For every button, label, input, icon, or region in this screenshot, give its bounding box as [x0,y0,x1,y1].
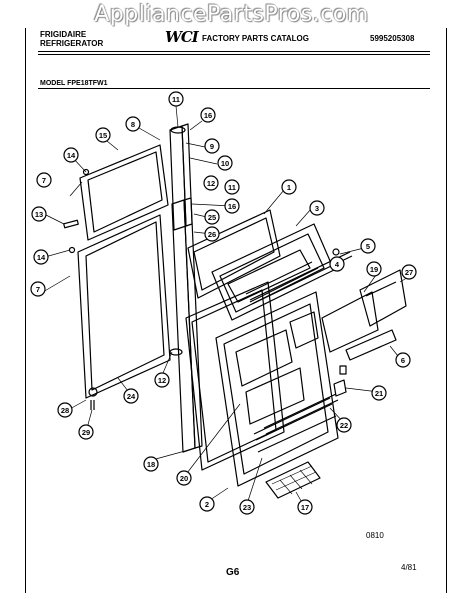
freezer-door-outer-part [187,209,281,299]
callout-26 [204,226,220,242]
header-rule-top [38,51,430,52]
callout-label: 15 [99,131,107,140]
callout-7-upper [36,172,52,188]
brand-name: FRIGIDAIRE [40,30,87,39]
catalog-number: 5995205308 [370,34,415,43]
callout-7-lower [30,281,46,297]
catalog-title: FACTORY PARTS CATALOG [202,34,309,43]
callout-14-lower [33,249,49,265]
callout-27 [401,264,417,280]
callout-label: 6 [401,356,405,365]
callout-22 [336,417,352,433]
callout-25 [204,209,220,225]
drawing-code: 0810 [366,531,384,540]
callout-14-upper [63,147,79,163]
callout-balloons [30,91,417,515]
callout-numbers: 11 16 8 9 15 14 10 7 12 11 1 16 3 13 25 … [35,95,413,512]
fresh-food-door-liner-part [215,291,339,487]
callout-label: 9 [210,142,214,151]
callout-label: 22 [340,421,348,430]
callout-label: 19 [370,265,378,274]
catalog-sheet [25,28,447,593]
callout-label: 21 [375,389,383,398]
callout-label: 14 [67,151,76,160]
callout-label: 2 [205,500,209,509]
callout-label: 3 [315,204,319,213]
leader-lines [42,105,411,508]
hinge-hardware [63,168,98,410]
callout-16-right [224,198,240,214]
callout-6 [395,352,411,368]
callout-label: 27 [405,268,413,277]
wci-logo: WCI [165,28,199,46]
callout-5 [360,238,376,254]
callout-label: 12 [207,179,215,188]
callout-12-right [203,175,219,191]
callout-8 [125,116,141,132]
callout-9 [204,138,220,154]
callout-label: 11 [228,183,236,192]
dairy-compartment-part [321,269,407,353]
callout-label: 26 [208,230,216,239]
callout-label: 11 [172,95,180,104]
callout-label: 8 [131,120,135,129]
callout-1 [281,179,297,195]
callout-13 [31,206,47,222]
door-trim-strips [169,123,203,453]
callout-label: 5 [366,242,370,251]
callout-29 [78,424,94,440]
lower-gasket-part [77,214,171,399]
callout-12-lower [154,372,170,388]
callout-label: 16 [204,111,212,120]
callout-24 [123,388,139,404]
callout-19 [366,261,382,277]
callout-label: 12 [158,376,166,385]
callout-17 [297,499,313,515]
callout-11-right [224,179,240,195]
callout-20 [176,470,192,486]
callout-10 [217,155,233,171]
callout-28 [57,402,73,418]
egg-tray-part [265,461,321,499]
callout-label: 1 [287,183,291,192]
door-stop-part [333,365,347,397]
callout-2 [199,496,215,512]
callout-23 [239,499,255,515]
upper-gasket-part [79,144,169,241]
callout-16-top [200,107,216,123]
callout-label: 17 [301,503,309,512]
callout-label: 29 [82,428,90,437]
freezer-door-liner-part [211,223,335,321]
callout-label: 20 [180,474,188,483]
callout-label: 18 [147,460,155,469]
revision-date: 4/81 [401,563,417,572]
callout-3 [309,200,325,216]
callout-label: 25 [208,213,216,222]
callout-label: 7 [36,285,40,294]
callout-11-top [168,91,184,107]
callout-label: 4 [335,260,340,269]
callout-label: 10 [221,159,229,168]
watermark-text: AppliancePartsPros.com [94,2,369,27]
product-type: REFRIGERATOR [40,39,104,48]
callout-label: 7 [42,176,46,185]
callout-18 [143,456,159,472]
header-rule-bottom [38,54,430,55]
callout-label: 24 [127,392,136,401]
callout-21 [371,385,387,401]
bottom-shelf-bar-part [263,393,339,435]
door-shelf-part [345,329,397,361]
model-rule [38,88,430,89]
callout-label: 16 [228,202,236,211]
callout-label: 28 [61,406,69,415]
callout-label: 23 [243,503,251,512]
callout-label: 14 [37,253,46,262]
callout-4 [329,256,345,272]
callout-15 [95,127,111,143]
page-code: G6 [226,567,240,578]
model-label: MODEL FPE18TFW1 [40,80,108,87]
callout-label: 13 [35,210,43,219]
